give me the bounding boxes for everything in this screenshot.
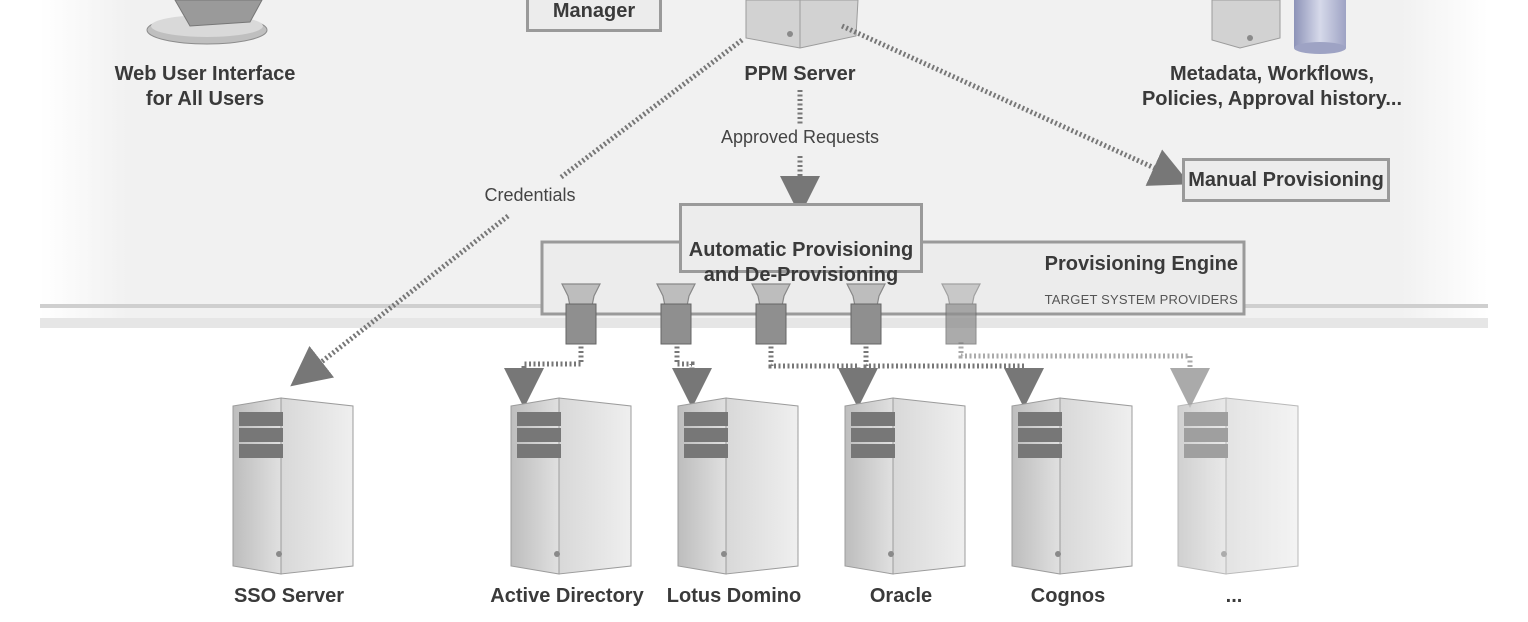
automatic-provisioning-box: Automatic Provisioning and De-Provisioni… [679,203,923,286]
manager-box: Manager [526,0,662,32]
ppm-server-icon [745,0,859,49]
credentials-label: Credentials [484,185,576,205]
flow-connector-cognos [863,342,1044,408]
additional-server-icon [1177,397,1299,575]
connector-icon [941,283,981,345]
active-directory-server-icon [510,397,632,575]
flow-connector-ad [504,342,584,408]
manager-label: Manager [552,0,636,22]
cognos-label: Cognos [1030,585,1106,607]
approved-requests-label: Approved Requests [720,127,880,147]
flow-ppm-to-sso [558,38,744,180]
lotus-domino-server-icon [677,397,799,575]
oracle-label: Oracle [869,585,933,607]
active-directory-label: Active Directory [490,585,644,607]
monitor-icon [146,0,268,45]
flow-ppm-to-manual [840,23,1191,186]
connector-icon [656,283,696,345]
lotus-domino-label: Lotus Domino [666,585,802,607]
provisioning-engine-label: Provisioning Engine [1044,253,1238,275]
database-icon [1294,0,1346,54]
target-system-providers-label: TARGET SYSTEM PROVIDERS [1044,292,1238,307]
web-ui-label: Web User Interface for All Users [114,63,296,110]
manual-provisioning-box: Manual Provisioning [1182,158,1390,202]
ppm-server-label: PPM Server [744,63,856,85]
more-targets-label: ... [1225,585,1243,607]
cognos-server-icon [1011,397,1133,575]
metadata-label: Metadata, Workflows, Policies, Approval … [1141,63,1403,110]
sso-server-label: SSO Server [233,585,345,607]
connector-icon [846,283,886,345]
oracle-server-icon [844,397,966,575]
metadata-server-icon [1211,0,1281,49]
manual-provisioning-label: Manual Provisioning [1188,169,1384,191]
connector-icon [561,283,601,345]
sso-server-icon [232,397,354,575]
flow-connector-oracle [768,342,878,408]
flow-connector-lotus [672,342,712,408]
connector-icon [751,283,791,345]
automatic-provisioning-label: Automatic Provisioning and De-Provisioni… [688,239,914,286]
